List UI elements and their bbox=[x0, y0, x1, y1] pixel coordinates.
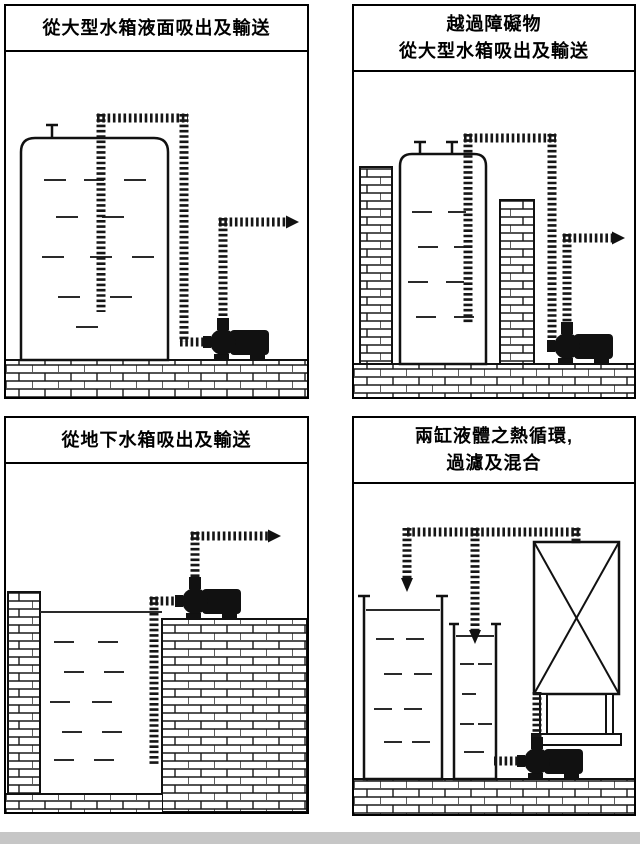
exchanger-diagonal bbox=[533, 541, 620, 695]
large-tank bbox=[398, 152, 488, 366]
flow-arrow-icon bbox=[469, 630, 481, 644]
brick-pit-bottom bbox=[6, 794, 162, 812]
flow-arrow-icon bbox=[268, 529, 281, 543]
brick-floor bbox=[354, 364, 634, 397]
pump-icon bbox=[203, 318, 269, 360]
brick-platform bbox=[161, 618, 307, 812]
panel-suction-over-obstacle: 越過障礙物 從大型水箱吸出及輸送 bbox=[352, 4, 636, 399]
brick-wall bbox=[359, 166, 393, 365]
panel-title: 兩缸液體之熱循環, 過濾及混合 bbox=[354, 418, 634, 484]
tank-walls bbox=[362, 596, 444, 781]
flow-arrow-icon bbox=[401, 578, 413, 592]
piping bbox=[96, 113, 299, 347]
flow-arrow-icon bbox=[612, 231, 625, 245]
liquid-level-marks bbox=[42, 179, 154, 328]
panel-title-line: 從地下水箱吸出及輸送 bbox=[61, 429, 252, 450]
panel-title-line: 越過障礙物 bbox=[446, 14, 542, 34]
panel-title-line: 從大型水箱液面吸出及輸送 bbox=[42, 17, 271, 38]
tank-nozzle bbox=[46, 123, 58, 138]
brick-wall bbox=[7, 591, 41, 795]
liquid-level-marks bbox=[408, 211, 474, 318]
heat-exchanger-filter bbox=[531, 540, 622, 746]
panel-title-line: 兩缸液體之熱循環, bbox=[414, 426, 573, 446]
stand-shelf bbox=[531, 733, 622, 746]
open-tank-b bbox=[449, 622, 501, 781]
panel-title-line: 從大型水箱吸出及輸送 bbox=[399, 41, 589, 61]
tank-nozzles bbox=[414, 140, 458, 154]
panel-title: 越過障礙物 從大型水箱吸出及輸送 bbox=[354, 6, 634, 72]
panel-illustration bbox=[354, 527, 634, 814]
flow-arrow-icon bbox=[286, 215, 299, 229]
panel-illustration bbox=[6, 113, 307, 397]
brick-floor bbox=[354, 779, 634, 814]
pump-icon bbox=[547, 322, 613, 364]
liquid-level-marks bbox=[374, 638, 432, 743]
panel-illustration bbox=[354, 133, 634, 397]
pit-water bbox=[40, 611, 162, 761]
panel-illustration bbox=[6, 529, 307, 812]
panel-title: 從地下水箱吸出及輸送 bbox=[6, 418, 307, 464]
brick-floor bbox=[6, 360, 307, 397]
pump-icon bbox=[517, 737, 583, 779]
page-bottom-bar bbox=[0, 832, 640, 844]
open-tank-a bbox=[358, 594, 448, 781]
pump-icon bbox=[175, 577, 241, 619]
piping bbox=[149, 529, 281, 766]
panel-suction-from-underground-tank: 從地下水箱吸出及輸送 bbox=[4, 416, 309, 814]
piping bbox=[463, 133, 625, 346]
tank-walls bbox=[452, 624, 498, 781]
liquid-level-marks bbox=[460, 663, 492, 753]
brick-obstacle-column bbox=[499, 199, 535, 365]
liquid-level-marks bbox=[50, 641, 124, 761]
panel-circulation-filter-mixing: 兩缸液體之熱循環, 過濾及混合 bbox=[352, 416, 636, 816]
large-tank bbox=[19, 136, 170, 362]
panel-suction-from-tank-surface: 從大型水箱液面吸出及輸送 bbox=[4, 4, 309, 399]
panel-title-line: 過濾及混合 bbox=[446, 453, 542, 473]
stand-leg bbox=[605, 693, 614, 735]
piping bbox=[401, 527, 581, 766]
panel-title: 從大型水箱液面吸出及輸送 bbox=[6, 6, 307, 52]
